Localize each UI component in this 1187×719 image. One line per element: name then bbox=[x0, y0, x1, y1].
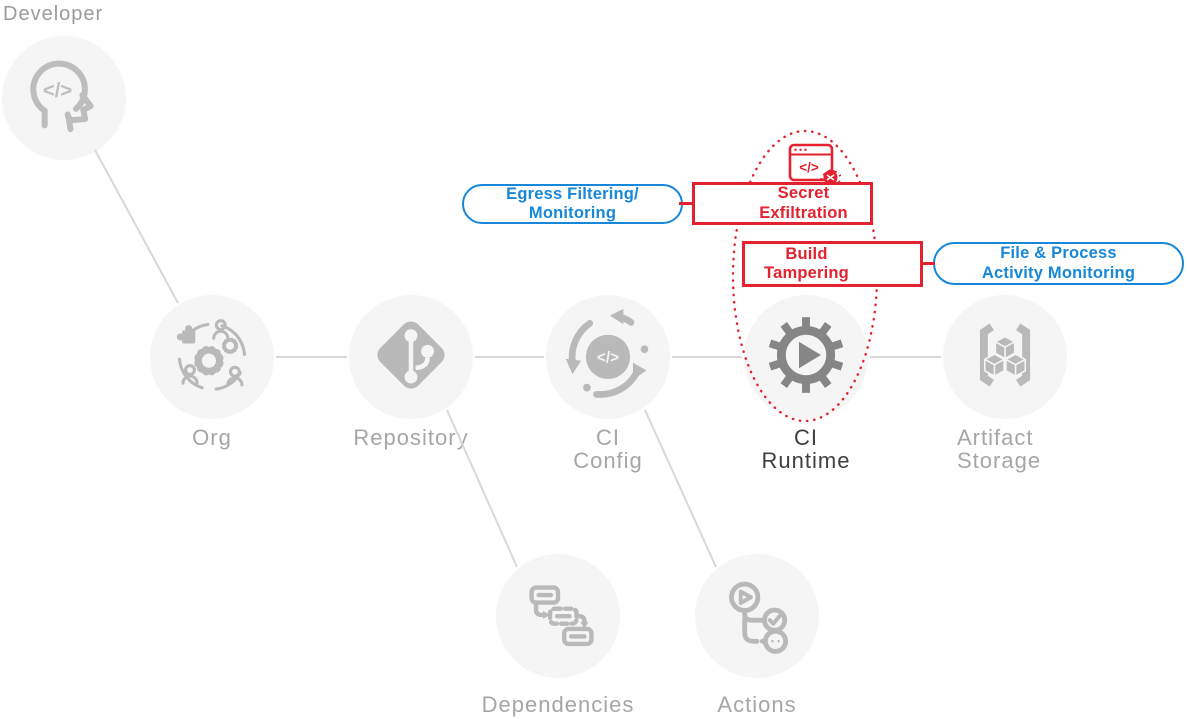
mitigation-label-egress-filtering: Egress Filtering/ Monitoring bbox=[506, 184, 639, 222]
svg-text:</>: </> bbox=[799, 160, 819, 175]
node-label-dependencies: Dependencies bbox=[481, 692, 635, 717]
edge-ci-config-actions bbox=[644, 409, 717, 568]
node-ci-runtime bbox=[744, 295, 868, 419]
edge-developer-org bbox=[94, 149, 179, 304]
node-ci-config: </> bbox=[546, 295, 670, 419]
node-label-repository: Repository bbox=[353, 425, 469, 450]
threat-label-build-tampering: Build Tampering bbox=[764, 244, 849, 282]
developer-label: Developer bbox=[3, 3, 104, 25]
cubes-brackets-icon bbox=[961, 311, 1049, 404]
connector-build-to-file-monitoring bbox=[921, 262, 935, 265]
mitigation-pill-file-process-monitoring: File & Process Activity Monitoring bbox=[933, 242, 1184, 285]
org-people-gears-icon bbox=[168, 311, 256, 404]
node-label-ci-config: CI Config bbox=[573, 425, 643, 474]
node-label-artifact-storage: Artifact Storage bbox=[957, 425, 1042, 474]
flowchart-boxes-icon bbox=[514, 570, 602, 663]
workflow-play-check-icon bbox=[713, 570, 801, 663]
svg-text:</>: </> bbox=[597, 349, 619, 366]
gear-play-icon bbox=[762, 311, 850, 404]
threat-label-secret-exfiltration: Secret Exfiltration bbox=[759, 184, 848, 222]
node-org bbox=[150, 295, 274, 419]
node-artifact-storage bbox=[943, 295, 1067, 419]
node-label-ci-runtime: CI Runtime bbox=[761, 425, 851, 474]
developer-head-code-icon: </> bbox=[18, 50, 110, 147]
node-developer: </> bbox=[2, 36, 126, 160]
node-repository bbox=[349, 295, 473, 419]
threat-box-build-tampering: Build Tampering bbox=[742, 241, 923, 287]
svg-text:</>: </> bbox=[43, 79, 72, 101]
node-label-org: Org bbox=[192, 425, 232, 450]
node-label-actions: Actions bbox=[717, 692, 797, 717]
git-repository-icon bbox=[365, 309, 457, 406]
threat-box-secret-exfiltration: Secret Exfiltration bbox=[692, 182, 873, 225]
node-actions bbox=[695, 554, 819, 678]
connector-egress-to-secret bbox=[679, 202, 694, 205]
gear-code-cycle-icon: </> bbox=[560, 307, 656, 408]
mitigation-label-file-process-monitoring: File & Process Activity Monitoring bbox=[981, 244, 1136, 282]
mitigation-pill-egress-filtering: Egress Filtering/ Monitoring bbox=[462, 184, 683, 224]
node-dependencies bbox=[496, 554, 620, 678]
